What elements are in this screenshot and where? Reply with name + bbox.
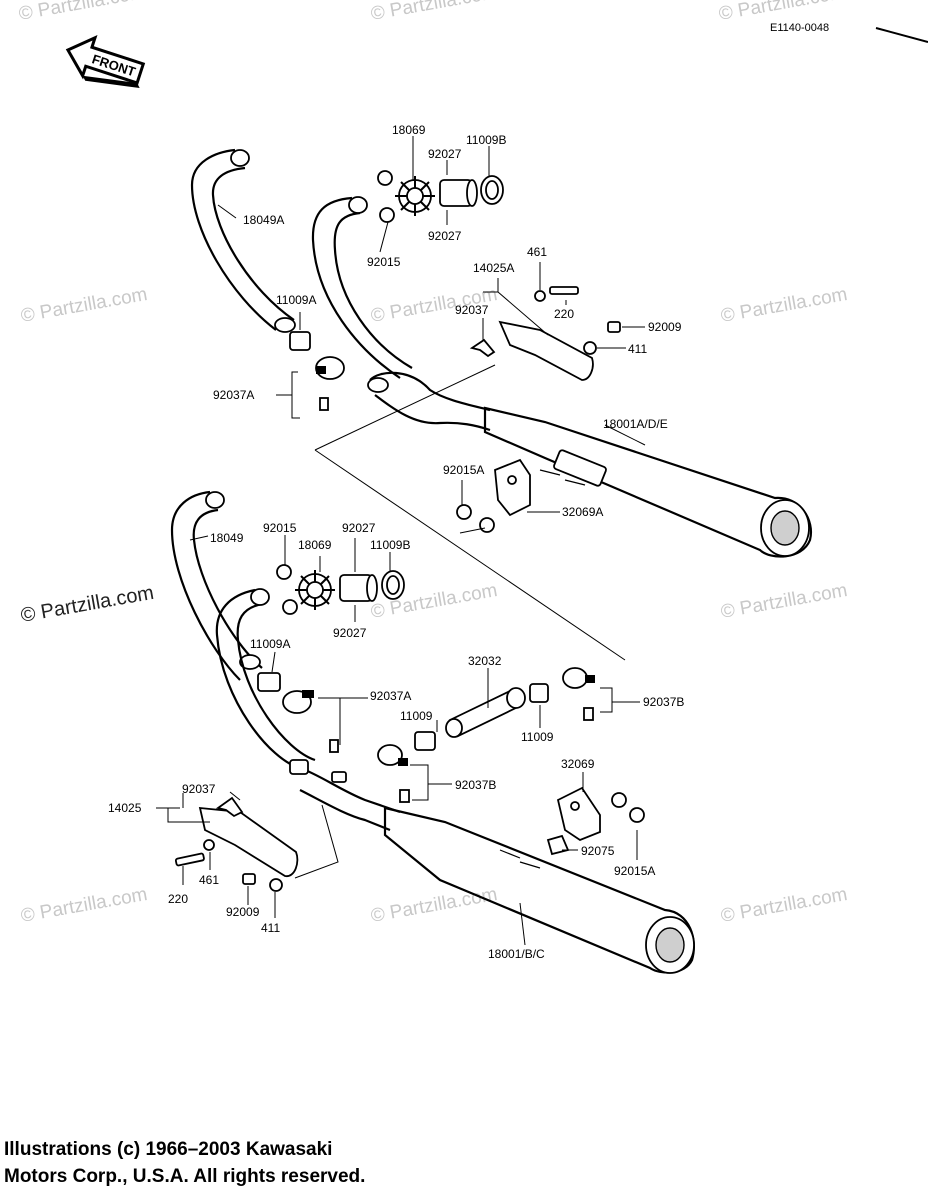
lower-exhaust-assembly [170,490,695,974]
watermark: © Partzilla.com [369,884,499,927]
copyright-line-1: Illustrations (c) 1966–2003 Kawasaki [4,1139,333,1160]
part-label: 92027 [333,626,367,640]
watermark: © Partzilla.com [719,884,849,927]
part-label: 32069A [562,505,603,519]
part-label: 461 [199,873,219,887]
part-label: 92009 [648,320,682,334]
part-label: 92015A [443,463,484,477]
part-label: 18001A/D/E [603,417,668,431]
part-label: 92015 [367,255,401,269]
part-label: 32069 [561,757,595,771]
part-label: 220 [168,892,188,906]
watermark: © Partzilla.com [19,284,149,327]
part-label: 461 [527,245,547,259]
watermark: © Partzilla.com [719,580,849,623]
part-label: 220 [554,307,574,321]
part-label: 92027 [428,229,462,243]
part-label: 92015A [614,864,655,878]
part-label: 92037B [643,695,684,709]
part-label: 92027 [428,147,462,161]
part-label: 18001/B/C [488,947,545,961]
watermark: © Partzilla.com [369,0,499,25]
lower-leader-lines [156,535,640,946]
part-label: 11009A [250,637,290,651]
part-label: 92027 [342,521,376,535]
part-label: 32032 [468,654,502,668]
part-label: 11009 [400,709,433,723]
part-label: 18049A [243,213,284,227]
front-arrow-icon: FRONT [65,34,146,88]
upper-leader-lines [217,136,646,661]
part-label: 92037B [455,778,496,792]
part-label: 18069 [298,538,332,552]
part-labels: 18069 11009B 92027 92027 92015 18049A 11… [108,123,684,961]
watermarks: © Partzilla.com © Partzilla.com © Partzi… [17,0,849,927]
copyright-notice: Illustrations (c) 1966–2003 Kawasaki Mot… [4,1136,365,1190]
corner-mark [875,27,928,43]
drawing-code: E1140-0048 [770,22,829,34]
part-label: 411 [261,921,280,935]
part-label: 11009B [466,133,506,147]
part-label: 92037A [370,689,411,703]
part-label: 411 [628,342,647,356]
watermark: © Partzilla.com [19,884,149,927]
part-label: 14025 [108,801,142,815]
part-label: 11009A [276,293,316,307]
copyright-line-2: Motors Corp., U.S.A. All rights reserved… [4,1166,366,1187]
part-label: 92037 [455,303,489,317]
part-label: 11009B [370,538,410,552]
part-label: 11009 [521,730,554,744]
part-label: 14025A [473,261,514,275]
part-label: 92037A [213,388,254,402]
part-label: 92015 [263,521,297,535]
watermark: © Partzilla.com [17,0,147,25]
part-label: 92037 [182,782,216,796]
part-label: 92075 [581,844,615,858]
upper-exhaust-assembly [190,148,813,558]
watermark: © Partzilla.com [719,284,849,327]
part-label: 18069 [392,123,426,137]
watermark: © Partzilla.com [19,582,156,627]
part-label: 18049 [210,531,244,545]
part-label: 92009 [226,905,260,919]
